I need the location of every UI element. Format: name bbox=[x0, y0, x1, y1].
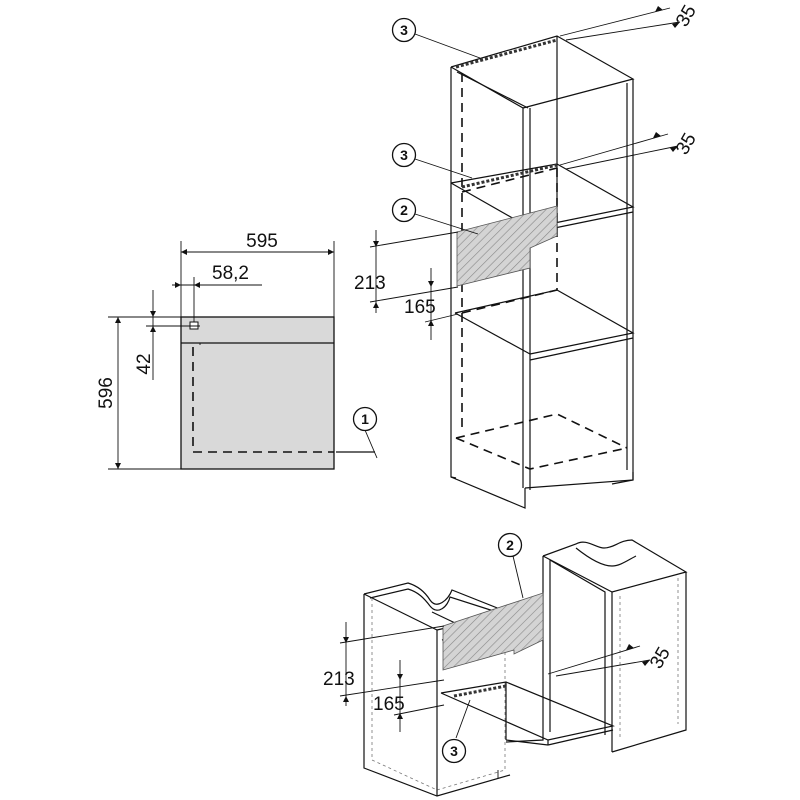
svg-text:2: 2 bbox=[506, 537, 514, 553]
dim-165-tall: 165 bbox=[404, 268, 459, 340]
control-marker bbox=[189, 321, 199, 330]
svg-text:2: 2 bbox=[400, 202, 408, 218]
width-dimension: 595 bbox=[180, 231, 335, 317]
dim-35-mid: 35 bbox=[559, 130, 701, 170]
height-label: 596 bbox=[96, 377, 117, 409]
callout-3-mid: 3 bbox=[391, 142, 473, 179]
oven-front-panel bbox=[180, 316, 335, 470]
dim-213-tall: 213 bbox=[354, 230, 459, 313]
width-label: 595 bbox=[246, 231, 278, 252]
dim-35-base-label: 35 bbox=[646, 644, 675, 673]
callout-2-base: 2 bbox=[497, 532, 524, 599]
svg-text:3: 3 bbox=[400, 147, 408, 163]
height-dimension: 596 bbox=[96, 316, 181, 470]
callout-3-base: 3 bbox=[441, 699, 471, 764]
dim-165-tall-label: 165 bbox=[404, 297, 436, 318]
dim-165-base-label: 165 bbox=[373, 694, 405, 715]
dim-165-base: 165 bbox=[373, 660, 445, 732]
dim-213-base-label: 213 bbox=[323, 669, 355, 690]
top-offset-dimension: 42 bbox=[134, 290, 200, 380]
callout-3-top: 3 bbox=[391, 17, 481, 59]
dim-35-mid-label: 35 bbox=[672, 130, 701, 159]
callout-2-tall: 2 bbox=[391, 197, 479, 235]
control-offset-label: 58,2 bbox=[212, 263, 249, 284]
dim-213-base: 213 bbox=[323, 622, 445, 706]
callout-1: 1 bbox=[336, 406, 378, 459]
base-cabinets: 35 213 165 2 3 bbox=[323, 532, 688, 797]
dim-213-tall-label: 213 bbox=[354, 273, 386, 294]
svg-text:1: 1 bbox=[361, 411, 369, 427]
svg-text:3: 3 bbox=[450, 743, 458, 759]
top-offset-label: 42 bbox=[134, 353, 155, 374]
control-offset-dimension: 58,2 bbox=[172, 263, 262, 322]
svg-text:3: 3 bbox=[400, 22, 408, 38]
tall-cabinet: 35 35 213 165 bbox=[354, 2, 701, 509]
dim-35-top: 35 bbox=[559, 2, 701, 41]
oven-front-view: 595 58,2 596 42 bbox=[96, 231, 378, 470]
